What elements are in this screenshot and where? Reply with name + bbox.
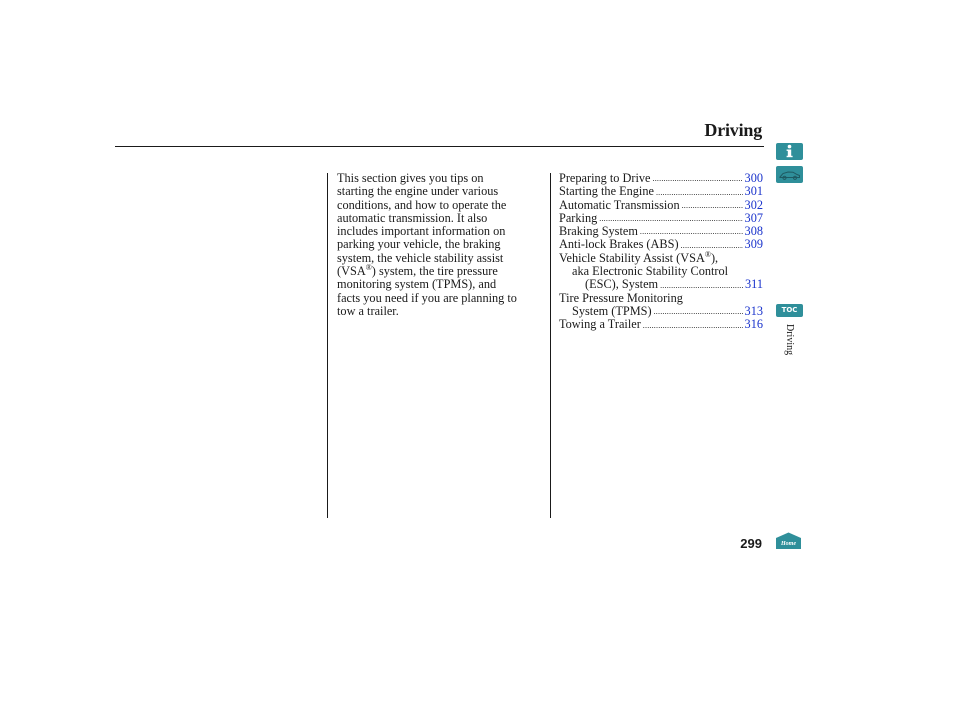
toc-item-label-cont: System (TPMS) [572,303,652,318]
registered-mark: ® [365,262,372,272]
intro-line: system, the vehicle stability assist [337,250,504,265]
toc-item-label-cont: aka Electronic Stability Control [572,264,729,279]
toc-page-link[interactable]: 309 [744,237,763,252]
toc-item-row: System (TPMS) 313 [559,303,763,318]
toc-page-link[interactable]: 302 [744,197,763,212]
toc-button-label: TOC [781,306,798,314]
toc-item-label: Tire Pressure Monitoring [559,290,683,305]
toc-button[interactable]: TOC [776,304,803,317]
vehicle-section-button[interactable] [776,166,803,183]
toc-item-parking[interactable]: Parking 307 [559,210,763,225]
intro-line: automatic transmission. It also [337,210,488,225]
toc-item-label: Preparing to Drive [559,171,651,185]
intro-line: starting the engine under various [337,184,499,199]
toc-item-preparing-to-drive[interactable]: Preparing to Drive 300 [559,171,763,185]
header-rule [115,146,764,147]
toc-item-starting-the-engine[interactable]: Starting the Engine 301 [559,184,763,199]
toc-item-towing-a-trailer[interactable]: Towing a Trailer 316 [559,317,763,332]
home-button[interactable]: Home [775,532,802,550]
toc-item-label-cont: (ESC), System [585,277,659,292]
toc-leader [656,186,743,199]
intro-line: (VSA®) system, the tire pressure [337,262,542,279]
toc-page-link[interactable]: 307 [744,210,763,225]
intro-line: includes important information on [337,224,506,239]
toc-item-label: Braking System [559,224,638,239]
toc-item-label: Parking [559,210,598,225]
toc-item-label: Vehicle Stability Assist (VSA®), [559,249,763,265]
left-column-rule [327,173,328,518]
home-button-label: Home [780,541,796,547]
toc-item-label: Automatic Transmission [559,197,680,212]
toc-item-label: Anti-lock Brakes (ABS) [559,237,679,252]
toc-item-label: Towing a Trailer [559,317,641,332]
car-icon [779,171,800,180]
toc-item-vsa[interactable]: Vehicle Stability Assist (VSA®), aka Ele… [559,249,763,292]
toc-vsa-text: Vehicle Stability Assist (VSA [559,250,705,265]
toc-item-braking-system[interactable]: Braking System 308 [559,224,763,239]
toc-page-link[interactable]: 311 [745,277,763,292]
toc-leader [660,279,743,292]
toc-leader [653,172,743,185]
registered-mark: ® [704,249,711,259]
toc-page-link[interactable]: 313 [744,303,763,318]
toc-item-tpms[interactable]: Tire Pressure Monitoring System (TPMS) 3… [559,290,763,319]
toc-page-link[interactable]: 308 [744,224,763,239]
table-of-contents: Preparing to Drive 300 Starting the Engi… [559,171,763,332]
toc-leader [643,319,743,332]
middle-column-rule [550,173,551,518]
section-side-label: Driving [784,324,795,356]
intro-line: This section gives you tips on [337,171,484,185]
intro-line: parking your vehicle, the braking [337,237,501,252]
intro-line: monitoring system (TPMS), and [337,277,497,292]
toc-page-link[interactable]: 301 [744,184,763,199]
intro-vsa-rest: ) system, the tire pressure [371,264,498,279]
intro-line: tow a trailer. [337,303,399,318]
intro-vsa-text: (VSA [337,264,366,279]
toc-item-row: (ESC), System 311 [559,277,763,292]
info-button[interactable] [776,143,803,160]
toc-leader [682,199,743,212]
toc-item-automatic-transmission[interactable]: Automatic Transmission 302 [559,197,763,212]
home-icon: Home [776,532,801,549]
page-title: Driving [704,120,762,140]
toc-page-link[interactable]: 300 [744,171,763,185]
page-number: 299 [740,536,762,551]
intro-line: facts you need if you are planning to [337,290,517,305]
toc-item-label: Starting the Engine [559,184,654,199]
toc-item-anti-lock-brakes[interactable]: Anti-lock Brakes (ABS) 309 [559,237,763,252]
info-icon [786,144,793,158]
toc-leader [654,305,743,318]
intro-paragraph: This section gives you tips on starting … [337,171,542,318]
intro-line: conditions, and how to operate the [337,197,507,212]
toc-page-link[interactable]: 316 [744,317,763,332]
toc-vsa-close: ), [710,250,719,265]
